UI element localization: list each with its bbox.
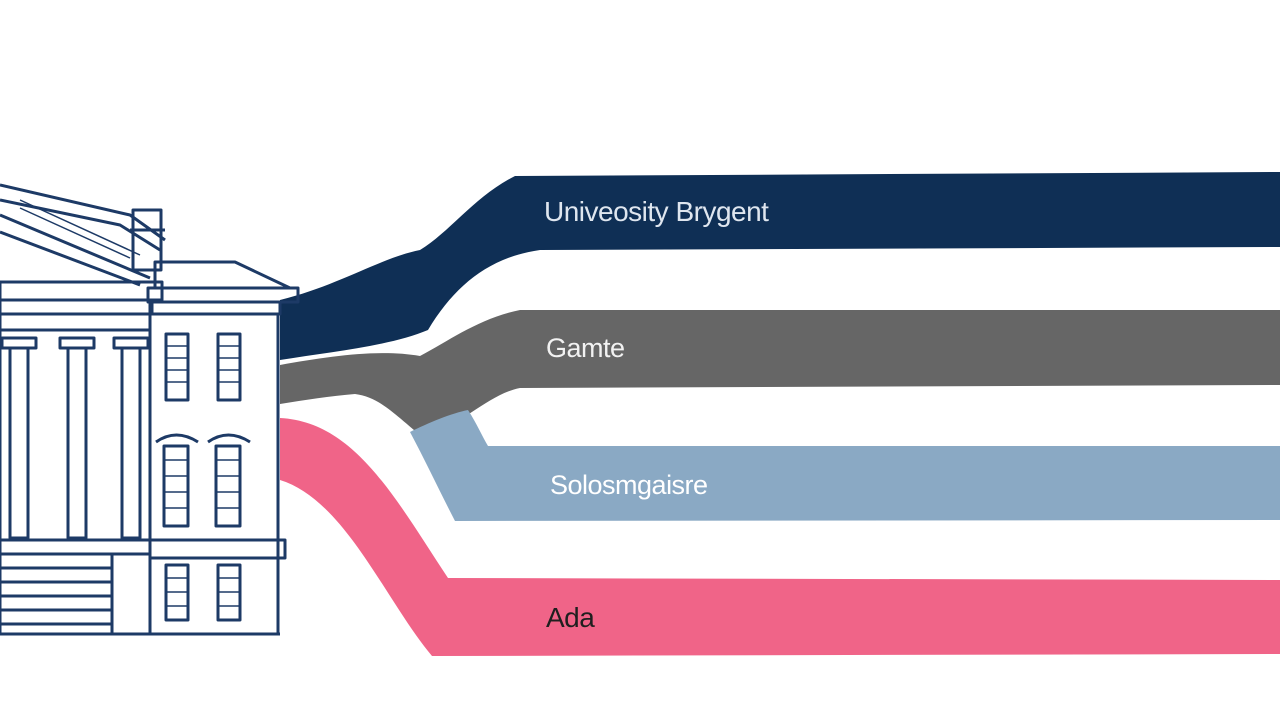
band-university-engagement [280,172,1280,360]
university-building-icon [0,183,300,636]
band-gamte [280,310,1280,439]
building-steps [0,538,280,636]
band-label-gamte: Gamte [546,333,625,363]
band-label-ada: Ada [546,602,595,633]
building-columns [0,336,150,540]
band-solosmgaisre [410,410,1280,521]
band-label-university-engagement: Univeosity Brygent [544,196,769,227]
band-label-solosmgaisre: Solosmgaisre [550,470,708,500]
band-ada [280,418,1280,656]
flow-bands [280,172,1280,656]
